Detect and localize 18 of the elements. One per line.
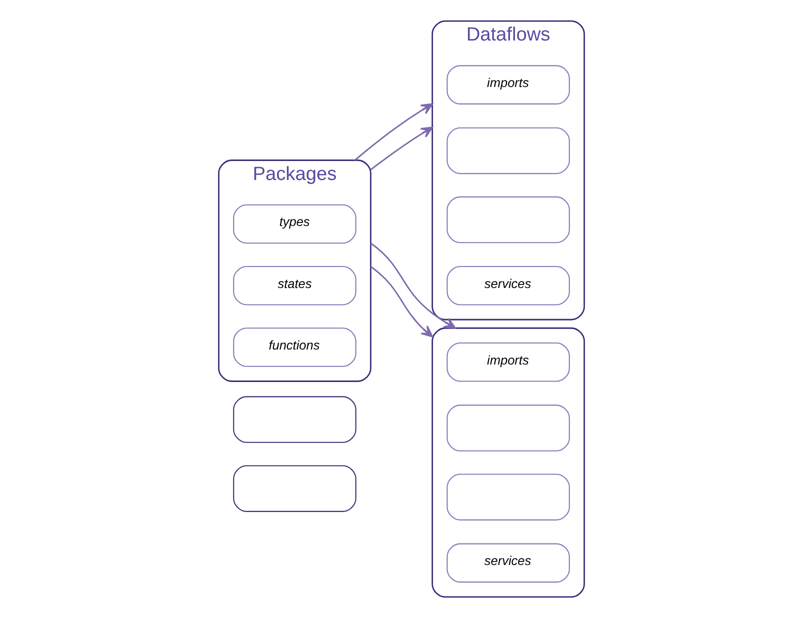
node-box: types: [233, 204, 356, 244]
node-box: states: [233, 266, 356, 306]
arrow: [370, 126, 434, 170]
arrow: [354, 103, 434, 161]
node-box: [233, 465, 356, 512]
arrow: [370, 242, 456, 329]
node-box: imports: [446, 65, 570, 104]
node-box: services: [446, 543, 570, 583]
node-box: services: [446, 266, 570, 306]
node-box: [446, 127, 570, 174]
node-box: imports: [446, 342, 570, 382]
arrow: [370, 266, 434, 338]
node-box: [446, 474, 570, 520]
node-box: [233, 396, 356, 443]
cluster: [432, 327, 585, 598]
node-box: functions: [233, 328, 356, 367]
node-box: [446, 196, 570, 244]
node-box: [446, 404, 570, 452]
